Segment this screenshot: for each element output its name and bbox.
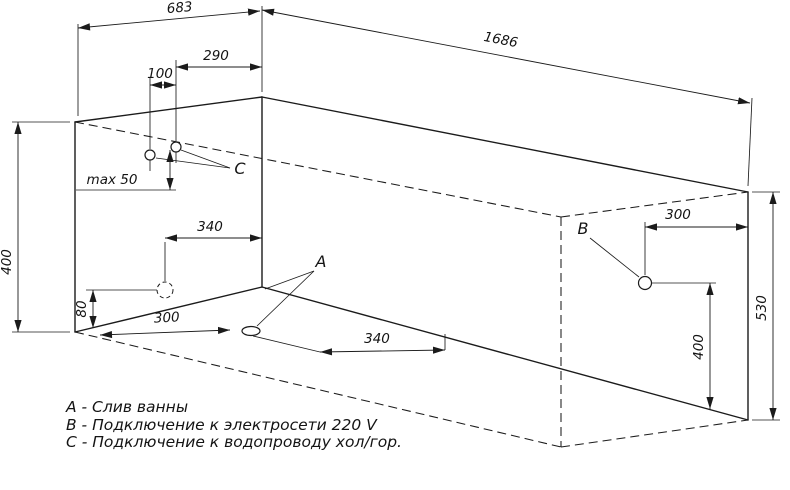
legend-item-c: C - Подключение к водопроводу хол/гор. [66,433,402,451]
dimension-line [319,346,446,356]
legend: А - Слив ванны B - Подключение к электро… [65,398,402,451]
leader-line [264,270,315,290]
label-c: C [234,159,246,178]
drain-a: A [241,252,327,337]
dim-height-right-530: 530 [752,191,780,421]
dim-340-side-value: 340 [197,219,223,235]
hidden-far-top [560,191,749,218]
dim-290-value: 290 [203,48,229,64]
dim-530-value: 530 [754,295,770,321]
leader-line [155,157,231,169]
leader-line [589,237,640,278]
dim-c-offset-290: 290 [176,48,262,71]
dim-300-bottom-value: 300 [153,309,180,326]
dim-siphon-340: 340 [164,219,262,281]
connection-b: B [578,219,653,291]
dim-max50-value: max 50 [87,172,138,188]
legend-item-a: А - Слив ванны [65,398,188,416]
extension-line [252,335,321,353]
dimension-line [261,8,751,105]
edge-top-long [261,96,749,193]
dim-300-right-value: 300 [665,207,691,223]
dim-80-value: 80 [74,300,90,317]
dim-drain-300: 300 [99,309,231,339]
dim-400-right-value: 400 [691,334,707,360]
dim-400-left-value: 400 [0,249,15,275]
edge-bottom-long [261,286,749,421]
dimension-line [77,8,261,31]
hidden-back-top [74,121,562,218]
tub-hidden-edges [74,121,749,448]
dim-b-height-400: 400 [652,282,716,409]
edge-bottom-left [74,286,263,333]
leader-line [180,149,231,169]
dim-height-left-400: 400 [0,121,70,333]
siphon-outlet [156,281,174,299]
hidden-far-bottom [560,419,749,448]
dim-1686-value: 1686 [482,29,519,51]
label-b: B [578,219,589,238]
electrical-connection-point [637,275,653,291]
dim-siphon-height-80: 80 [74,289,157,328]
tub-solid-edges [74,96,749,421]
dim-100-value: 100 [147,66,173,82]
label-a: A [315,252,327,271]
siphon-circle [156,281,174,299]
water-connection-point [170,141,182,153]
extension-line [747,97,753,187]
connection-c: C [144,141,246,178]
dim-340-bottom-value: 340 [364,331,390,347]
dim-length-1686: 1686 [261,8,753,187]
dim-c-spacing-100: 100 [147,60,177,149]
drain-hole [241,325,261,337]
dim-width-683: 683 [77,0,263,116]
dim-max-50: max 50 [76,150,176,191]
edge-top-left [74,96,263,123]
leader-line [256,270,315,327]
legend-item-b: B - Подключение к электросети 220 V [66,416,378,434]
dim-b-offset-300: 300 [644,207,748,275]
water-connection-point [144,149,156,161]
dimension-line [99,326,231,339]
dim-drain-340: 340 [252,331,446,356]
dim-683-value: 683 [166,0,193,17]
